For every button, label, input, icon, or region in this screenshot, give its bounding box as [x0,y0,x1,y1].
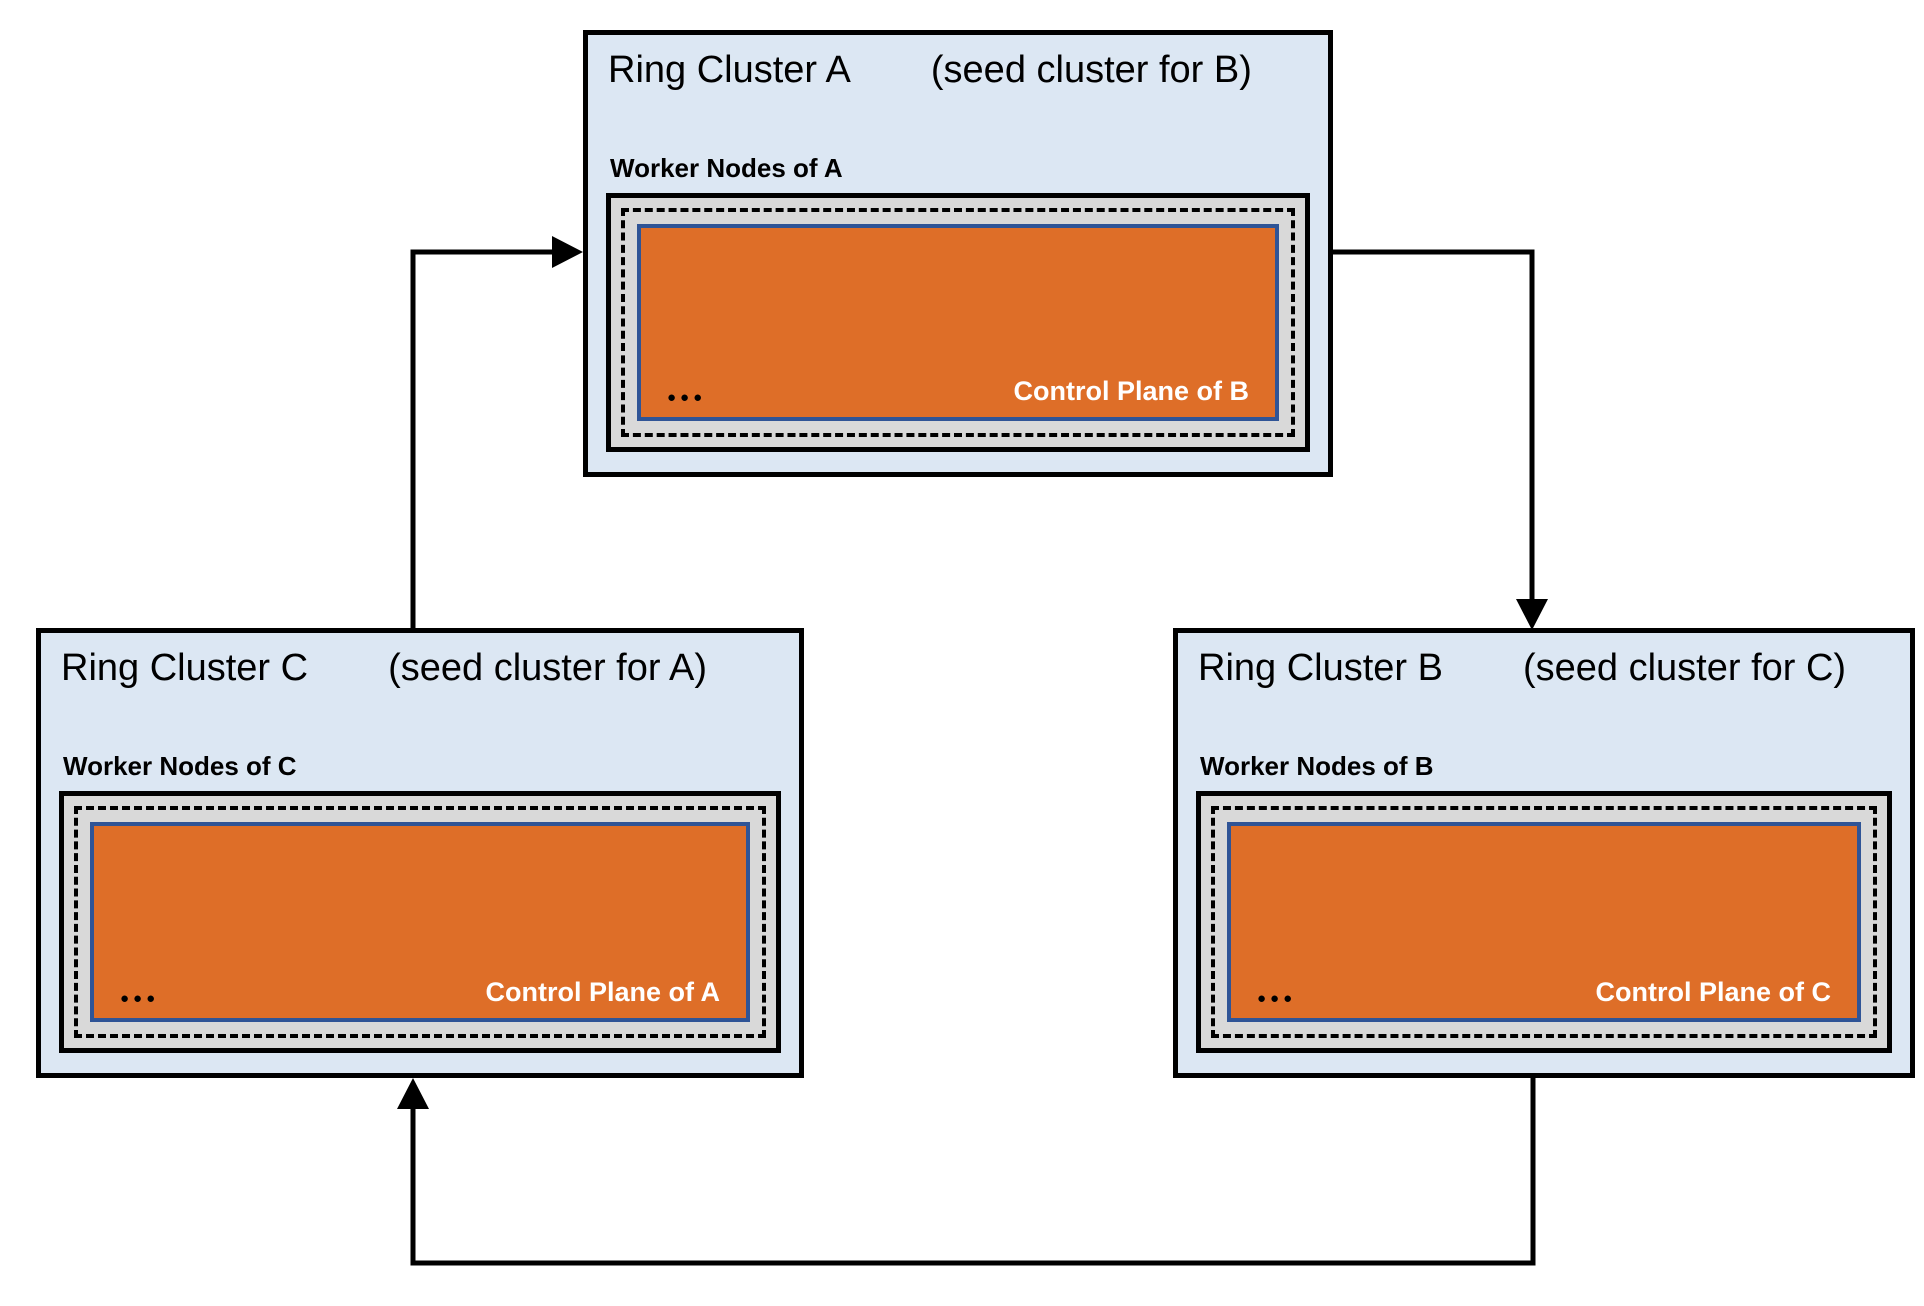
cluster-b-dashed-boundary [1211,806,1877,1038]
ellipsis-dots: ●●● [667,389,707,406]
cluster-c-worker-node-box: ●●● Control Plane of A [59,791,781,1053]
cluster-c-title-row: Ring Cluster C (seed cluster for A) [61,645,785,693]
cluster-a-dashed-boundary [621,208,1295,437]
cluster-b-annotation: (seed cluster for C) [1522,647,1847,689]
ellipsis-dots: ●●● [1257,990,1297,1007]
ellipsis-dots: ●●● [120,990,160,1007]
control-plane-of-a-label: Control Plane of A [485,976,721,1007]
control-plane-of-c-label: Control Plane of C [1595,976,1832,1007]
ring-cluster-a-box: Ring Cluster A (seed cluster for B) Work… [583,30,1333,477]
cluster-b-worker-node-box: ●●● Control Plane of C [1196,791,1892,1053]
arrow-a-to-b [1333,249,1548,630]
cluster-a-worker-nodes-label: Worker Nodes of A [610,153,843,183]
arrow-b-to-c [397,1078,1536,1266]
control-plane-of-a-box: ●●● Control Plane of A [90,822,750,1022]
control-plane-of-b-box: ●●● Control Plane of B [637,224,1279,421]
cluster-a-worker-node-box: ●●● Control Plane of B [606,193,1310,452]
cluster-b-worker-nodes-label: Worker Nodes of B [1200,751,1434,781]
cluster-a-title: Ring Cluster A [608,49,851,91]
cluster-b-title: Ring Cluster B [1198,647,1443,689]
cluster-a-annotation: (seed cluster for B) [930,49,1252,91]
cluster-c-worker-nodes-label: Worker Nodes of C [63,751,297,781]
cluster-c-annotation: (seed cluster for A) [388,647,707,689]
ring-cluster-c-box: Ring Cluster C (seed cluster for A) Work… [36,628,804,1078]
ring-cluster-b-box: Ring Cluster B (seed cluster for C) Work… [1173,628,1915,1078]
cluster-a-title-row: Ring Cluster A (seed cluster for B) [608,47,1314,95]
cluster-c-title: Ring Cluster C [61,647,309,689]
arrow-c-to-a [410,236,583,628]
cluster-c-dashed-boundary [74,806,766,1038]
control-plane-of-b-label: Control Plane of B [1013,375,1250,406]
control-plane-of-c-box: ●●● Control Plane of C [1227,822,1861,1022]
cluster-b-title-row: Ring Cluster B (seed cluster for C) [1198,645,1896,693]
